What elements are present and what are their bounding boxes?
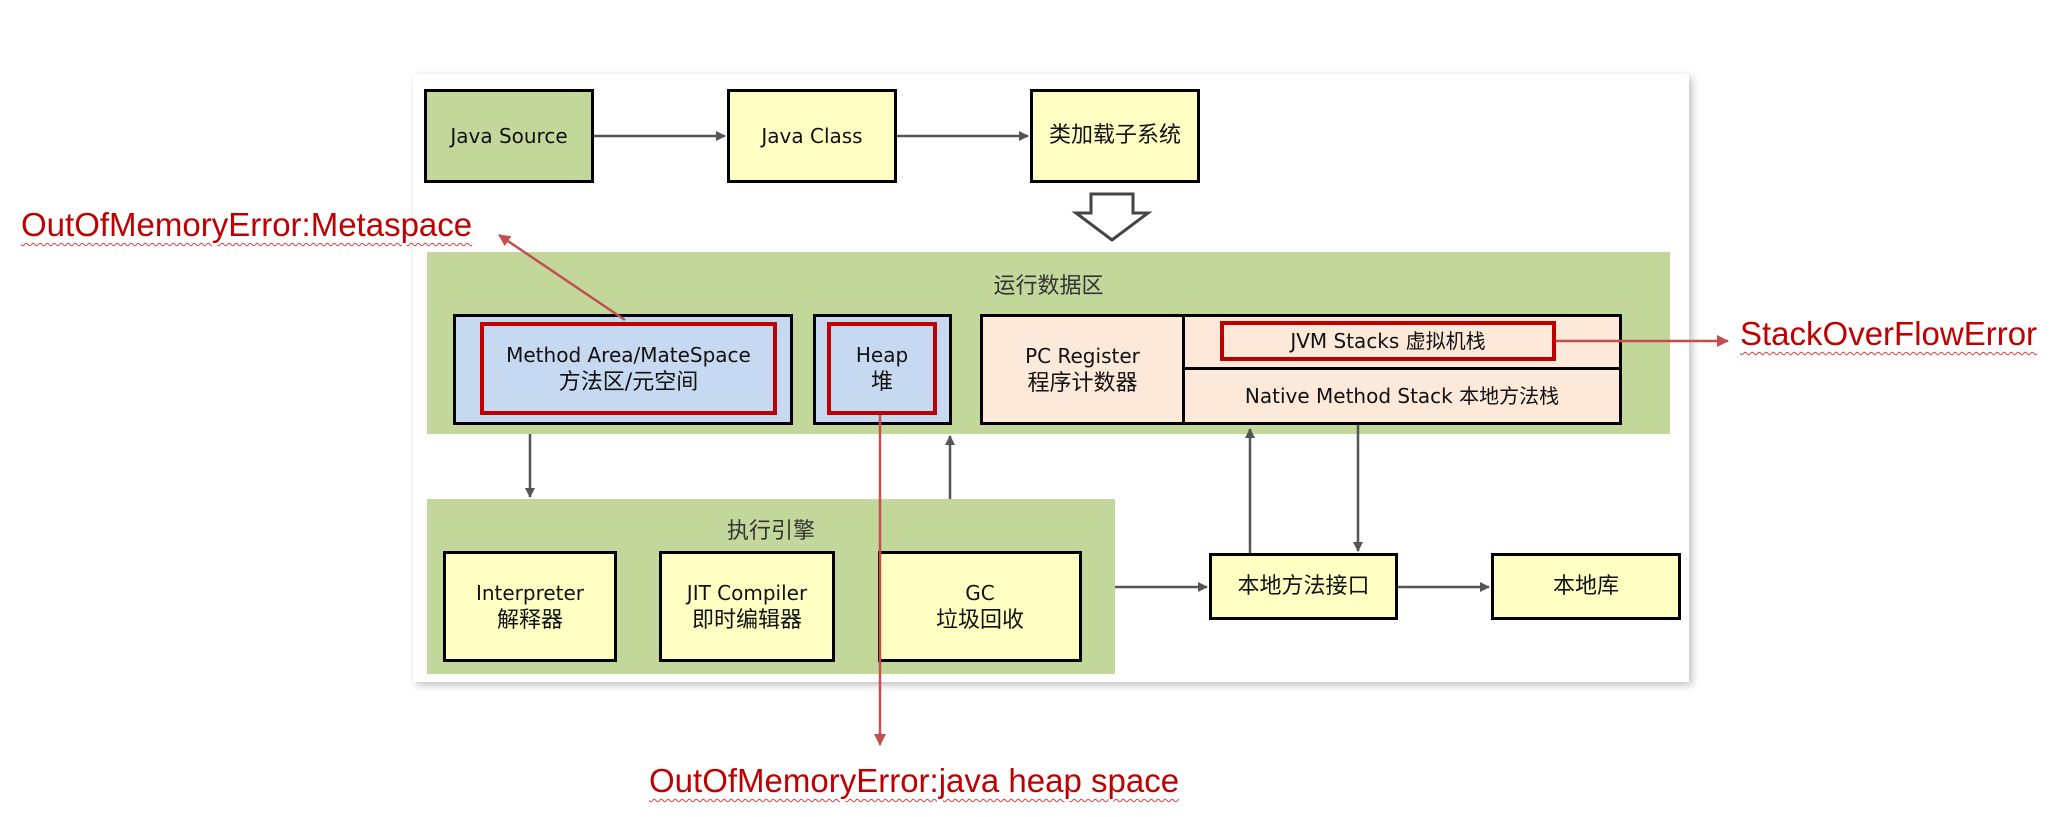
java-source-box: Java Source <box>424 89 594 183</box>
interpreter-label-en: Interpreter <box>475 580 585 605</box>
method-area-box <box>453 314 793 425</box>
jit-compiler-label-en: JIT Compiler <box>686 580 808 605</box>
pc-register-label-en: PC Register <box>1025 343 1140 368</box>
stackoverflow-error-label: StackOverFlowError <box>1740 315 2038 352</box>
gc-label-cn: 垃圾回收 <box>935 607 1024 633</box>
java-class-label: Java Class <box>761 124 863 148</box>
heap-highlight: Heap 堆 <box>827 322 937 415</box>
heap-space-error-label: OutOfMemoryError:java heap space <box>649 762 1180 799</box>
gc-box: GC 垃圾回收 <box>878 551 1082 662</box>
jvm-stacks-highlight: JVM Stacks 虚拟机栈 <box>1220 321 1556 361</box>
heap-label-cn: 堆 <box>870 369 893 395</box>
heap-box <box>813 314 952 425</box>
runtime-data-area-title: 运行数据区 <box>993 274 1104 299</box>
native-interface-label: 本地方法接口 <box>1237 573 1370 599</box>
metaspace-error-label: OutOfMemoryError:Metaspace <box>21 206 473 243</box>
method-area-highlight: Method Area/MateSpace 方法区/元空间 <box>480 322 777 415</box>
native-method-stack-label: Native Method Stack 本地方法栈 <box>1244 384 1560 408</box>
jit-compiler-label-cn: 即时编辑器 <box>691 607 802 633</box>
gc-label-en: GC <box>965 580 995 605</box>
interpreter-label-cn: 解释器 <box>496 607 563 633</box>
native-library-box: 本地库 <box>1491 553 1681 620</box>
native-library-label: 本地库 <box>1552 573 1619 599</box>
java-class-box: Java Class <box>727 89 897 183</box>
pc-register-box: PC Register 程序计数器 <box>980 314 1185 425</box>
method-area-label-cn: 方法区/元空间 <box>558 369 699 395</box>
native-method-stack-box: Native Method Stack 本地方法栈 <box>1182 367 1622 425</box>
class-loader-box: 类加载子系统 <box>1030 89 1200 183</box>
native-interface-box: 本地方法接口 <box>1209 553 1398 620</box>
class-loader-label: 类加载子系统 <box>1048 123 1181 148</box>
java-source-label: Java Source <box>450 124 568 148</box>
method-area-label-en: Method Area/MateSpace <box>506 342 751 367</box>
heap-label-en: Heap <box>855 342 909 367</box>
jit-compiler-box: JIT Compiler 即时编辑器 <box>659 551 835 662</box>
pc-register-label-cn: 程序计数器 <box>1027 370 1138 396</box>
interpreter-box: Interpreter 解释器 <box>443 551 617 662</box>
jvm-stacks-label: JVM Stacks 虚拟机栈 <box>1290 329 1486 353</box>
execution-engine-title: 执行引擎 <box>726 519 815 544</box>
